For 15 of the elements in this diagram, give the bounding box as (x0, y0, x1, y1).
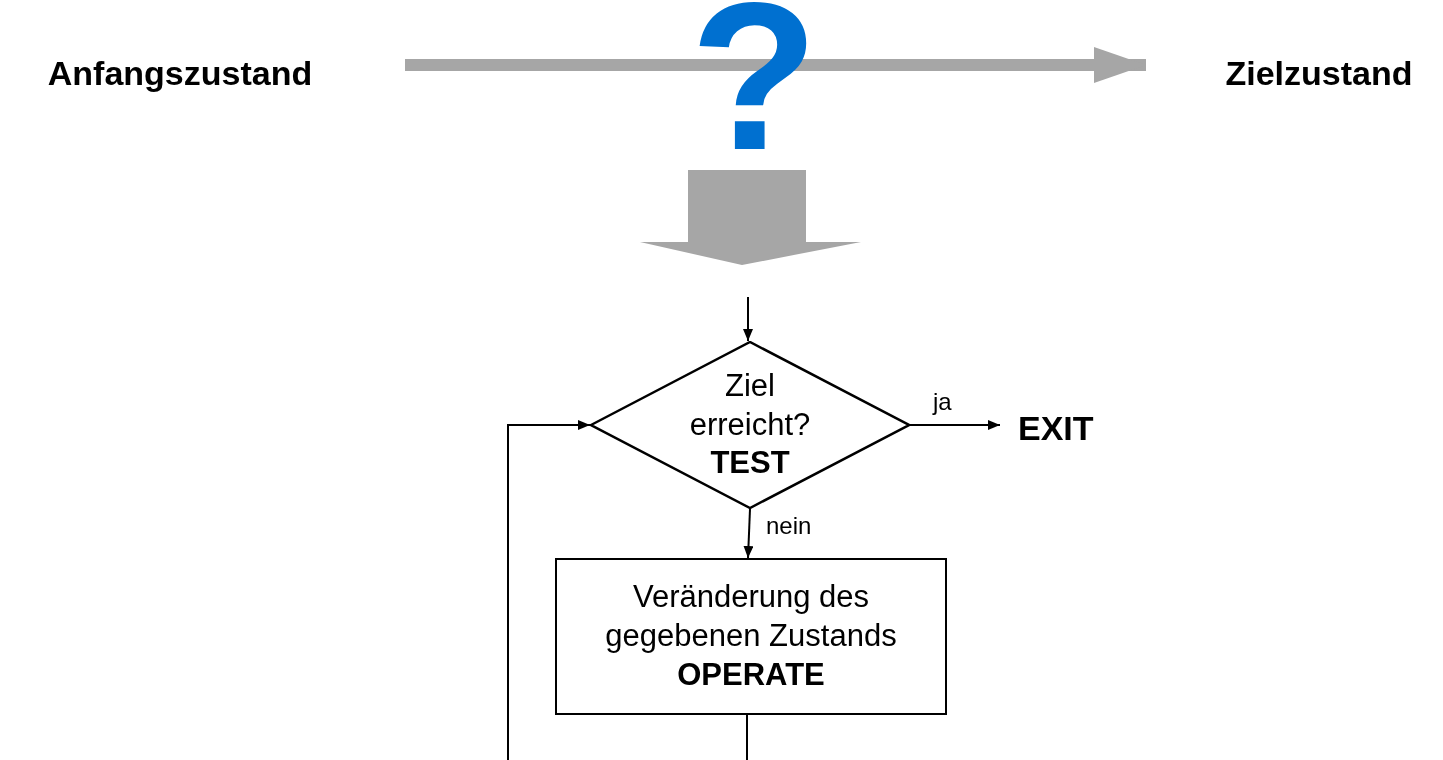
decision-diamond (590, 341, 910, 509)
arrow (743, 508, 754, 559)
arrow (743, 296, 753, 342)
node-title: Zielzustand (1225, 52, 1413, 94)
node-title: OPERATE (677, 655, 825, 694)
process-box (555, 558, 947, 715)
node-title: Anfangszustand (47, 52, 313, 94)
node-text: Ziel erreicht? (688, 366, 812, 444)
thick-arrow (405, 47, 1146, 83)
arrow (507, 420, 748, 760)
arrow (909, 420, 1001, 430)
question-mark: ? (690, 0, 819, 182)
edge-label: ja (933, 390, 952, 414)
node-title: TEST (710, 444, 790, 483)
node-text: Veränderung des gegebenen Zustands (604, 578, 898, 656)
